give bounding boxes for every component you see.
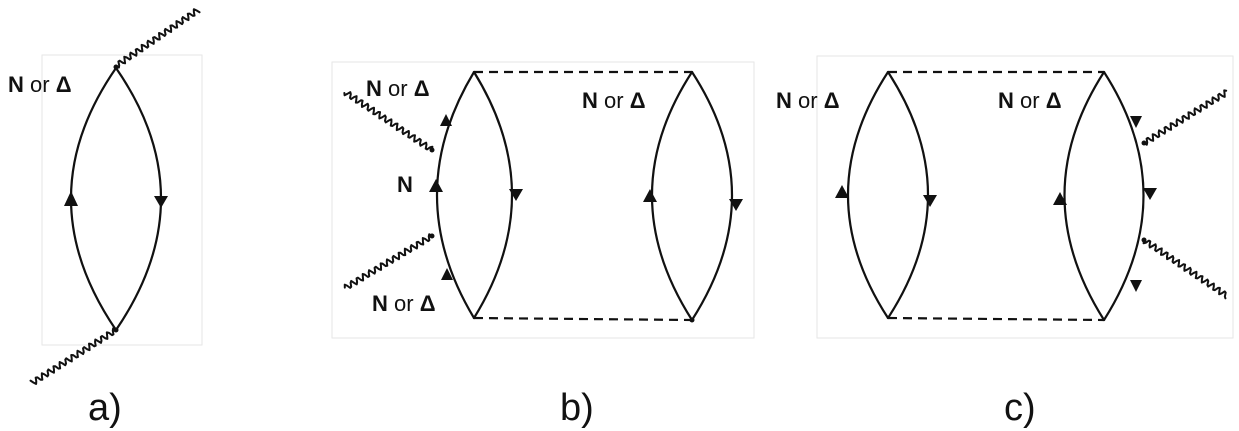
diagram-b: N or Δ N or Δ N N or Δ b) [331, 61, 755, 429]
diagram-c: N or Δ N or Δ c) [776, 55, 1234, 429]
diagram-c-arrow-upper-right [1130, 116, 1142, 128]
diagram-b-left-loop-inner [472, 70, 513, 320]
caption-b: b) [560, 387, 594, 429]
diagram-b-lower-photon-vertex [429, 233, 435, 239]
diagram-b-lower-photon [343, 233, 433, 289]
diagram-a-top-photon [115, 8, 201, 69]
diagram-c-bottom-dashed-line [887, 316, 1105, 322]
diagram-b-arrow-lower-left [441, 268, 453, 280]
diagram-c-lower-photon-vertex [1141, 237, 1147, 243]
diagram-b-arrow-left-loop-right [509, 189, 523, 201]
diagram-c-arrow-lower-right [1130, 280, 1142, 292]
diagram-c-arrow-middle-right [1143, 188, 1157, 200]
diagram-b-label-right-loop: N or Δ [582, 88, 646, 113]
caption-c: c) [1004, 387, 1036, 429]
diagram-b-label-top-left: N or Δ [366, 76, 430, 101]
diagram-b-label-bottom-left: N or Δ [372, 291, 436, 316]
diagram-b-label-n: N [397, 172, 413, 197]
diagram-b-arrow-right-loop-left [643, 189, 657, 202]
diagram-c-right-loop-left [1063, 70, 1106, 322]
diagram-c-label-left-loop: N or Δ [776, 88, 840, 113]
diagram-b-right-loop-right [690, 70, 733, 322]
diagram-a-right-arrow [154, 196, 168, 208]
diagram-b-arrow-upper-left [440, 114, 452, 126]
diagram-b-background [331, 61, 755, 339]
diagram-c-upper-photon [1143, 89, 1228, 146]
diagram-a-left-arrow [64, 191, 78, 206]
diagram-c-arrow-left-loop-left [835, 185, 849, 198]
caption-a: a) [88, 387, 122, 429]
diagram-a-bottom-photon [29, 327, 117, 385]
diagram-a-bottom-vertex [113, 327, 119, 333]
diagram-c-lower-photon [1142, 239, 1227, 300]
diagram-c-arrow-left-loop-right [923, 195, 937, 207]
diagram-c-label-right-loop: N or Δ [998, 88, 1062, 113]
diagram-b-arrow-right-loop-right [729, 199, 743, 211]
diagram-b-bottom-dashed-line [473, 316, 693, 322]
diagram-a-background [41, 54, 203, 346]
diagram-b-arrow-middle-left [429, 179, 443, 192]
diagram-b-bottom-right-vertex [689, 317, 695, 323]
diagram-a-top-vertex [113, 64, 119, 70]
diagram-c-left-loop-left [847, 70, 890, 320]
diagram-c-right-loop-right [1102, 70, 1145, 322]
diagram-c-background [816, 55, 1234, 339]
diagram-a-label-n-or-delta: N or Δ [8, 72, 72, 97]
diagram-c-arrow-right-loop-left [1053, 192, 1067, 205]
diagram-b-upper-photon-vertex [429, 147, 435, 153]
diagram-b-left-loop-outer [436, 70, 476, 320]
diagram-a: N or Δ a) [8, 8, 203, 429]
diagram-b-upper-photon [343, 91, 434, 151]
diagram-c-upper-photon-vertex [1141, 140, 1147, 146]
